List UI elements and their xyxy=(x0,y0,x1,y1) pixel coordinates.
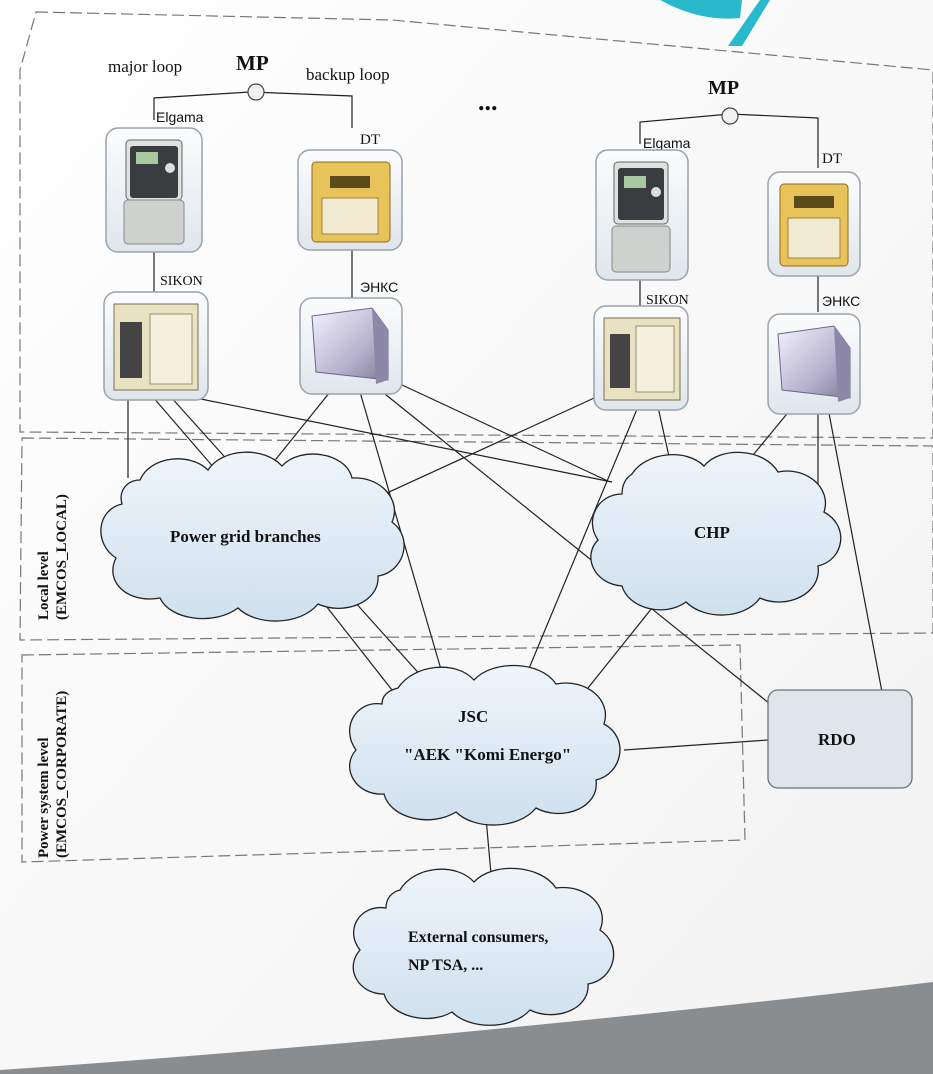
teal-accent-shape xyxy=(660,0,770,46)
rdo-node: RDO xyxy=(767,689,913,789)
sikon-controller-left xyxy=(103,291,209,401)
power-grid-branches-cloud: Power grid branches xyxy=(100,451,405,622)
svg-text:Local level: Local level xyxy=(36,551,52,620)
elgama-left-label: Elgama xyxy=(156,109,204,125)
external-consumers-label-line2: NP TSA, ... xyxy=(408,957,483,974)
sikon-right-label: SIKON xyxy=(646,293,689,308)
dt-right-label: DT xyxy=(822,151,842,167)
device-level-frame xyxy=(19,11,933,439)
mp-junction-right xyxy=(721,107,739,125)
local-level-label: Local level (EMCOS_LOCAL) xyxy=(36,494,70,620)
jsc-label-line1: JSC xyxy=(458,707,488,726)
rdo-label: RDO xyxy=(818,730,856,749)
chp-label: CHP xyxy=(694,523,730,542)
power-system-level-frame xyxy=(21,644,746,863)
mp-junction-left xyxy=(247,83,265,101)
enks-controller-left xyxy=(299,297,403,395)
mp-right-label: MP xyxy=(708,77,739,99)
dt-left-label: DT xyxy=(360,132,380,148)
mp-left-label: MP xyxy=(236,51,269,75)
svg-text:(EMCOS_LOCAL): (EMCOS_LOCAL) xyxy=(54,494,70,620)
backup-loop-label: backup loop xyxy=(306,65,390,84)
sikon-left-label: SIKON xyxy=(160,274,203,289)
major-loop-label: major loop xyxy=(108,57,182,76)
dt-meter-right xyxy=(767,171,861,277)
external-consumers-label-line1: External consumers, xyxy=(408,929,548,946)
external-consumers-cloud: External consumers, NP TSA, ... xyxy=(352,867,615,1026)
enks-right-label: ЭНКС xyxy=(822,293,860,309)
elgama-meter-left xyxy=(105,127,203,253)
jsc-cloud: JSC "AEK "Komi Energo" xyxy=(348,664,621,826)
enks-left-label: ЭНКС xyxy=(360,279,398,295)
svg-text:Power system level: Power system level xyxy=(36,737,52,858)
enks-controller-right xyxy=(767,313,861,415)
elgama-meter-right xyxy=(595,149,689,281)
jsc-label-line2: "AEK "Komi Energo" xyxy=(404,745,571,764)
chp-cloud: CHP xyxy=(590,451,842,616)
sikon-controller-right xyxy=(593,305,689,411)
svg-text:(EMCOS_CORPORATE): (EMCOS_CORPORATE) xyxy=(54,691,70,858)
dt-meter-left xyxy=(297,149,403,251)
power-system-level-label: Power system level (EMCOS_CORPORATE) xyxy=(36,691,70,858)
ellipsis-label: ... xyxy=(478,87,498,116)
local-level-frame xyxy=(19,437,933,641)
power-grid-branches-label: Power grid branches xyxy=(170,527,321,546)
elgama-right-label: Elgama xyxy=(643,135,691,151)
